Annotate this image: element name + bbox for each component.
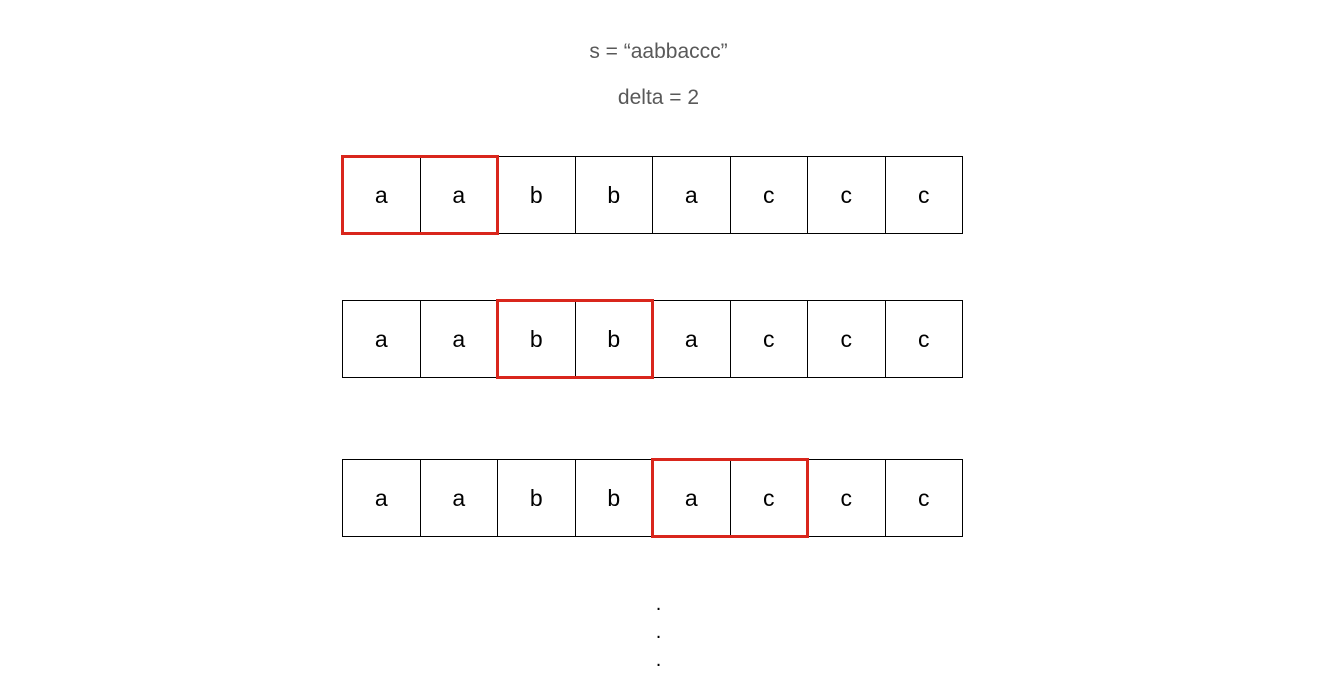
continuation-dot: . — [655, 621, 662, 643]
continuation-dot: . — [655, 593, 662, 615]
character-cell: c — [807, 300, 886, 378]
character-cell: b — [574, 459, 653, 537]
character-cell: b — [574, 300, 653, 378]
character-cell: a — [342, 156, 421, 234]
character-cell: c — [729, 459, 808, 537]
character-cell: c — [807, 156, 886, 234]
character-cell: b — [497, 156, 576, 234]
character-cell: c — [729, 300, 808, 378]
character-cell: a — [419, 156, 498, 234]
character-cell: a — [419, 300, 498, 378]
character-cell: b — [574, 156, 653, 234]
character-cell: c — [884, 300, 963, 378]
character-cell: a — [652, 300, 731, 378]
delta-definition-label: delta = 2 — [617, 86, 700, 109]
character-cell: c — [884, 459, 963, 537]
character-cell: b — [497, 459, 576, 537]
character-cell: c — [884, 156, 963, 234]
character-cell: c — [729, 156, 808, 234]
string-definition-label: s = “aabbaccc” — [589, 40, 728, 63]
continuation-dot: . — [655, 649, 662, 671]
character-cell: a — [419, 459, 498, 537]
character-cell: a — [652, 459, 731, 537]
character-cell: c — [807, 459, 886, 537]
character-cell: a — [342, 300, 421, 378]
character-cell: a — [342, 459, 421, 537]
character-cell: a — [652, 156, 731, 234]
character-cell: b — [497, 300, 576, 378]
continuation-dots: . . . — [0, 590, 1317, 674]
